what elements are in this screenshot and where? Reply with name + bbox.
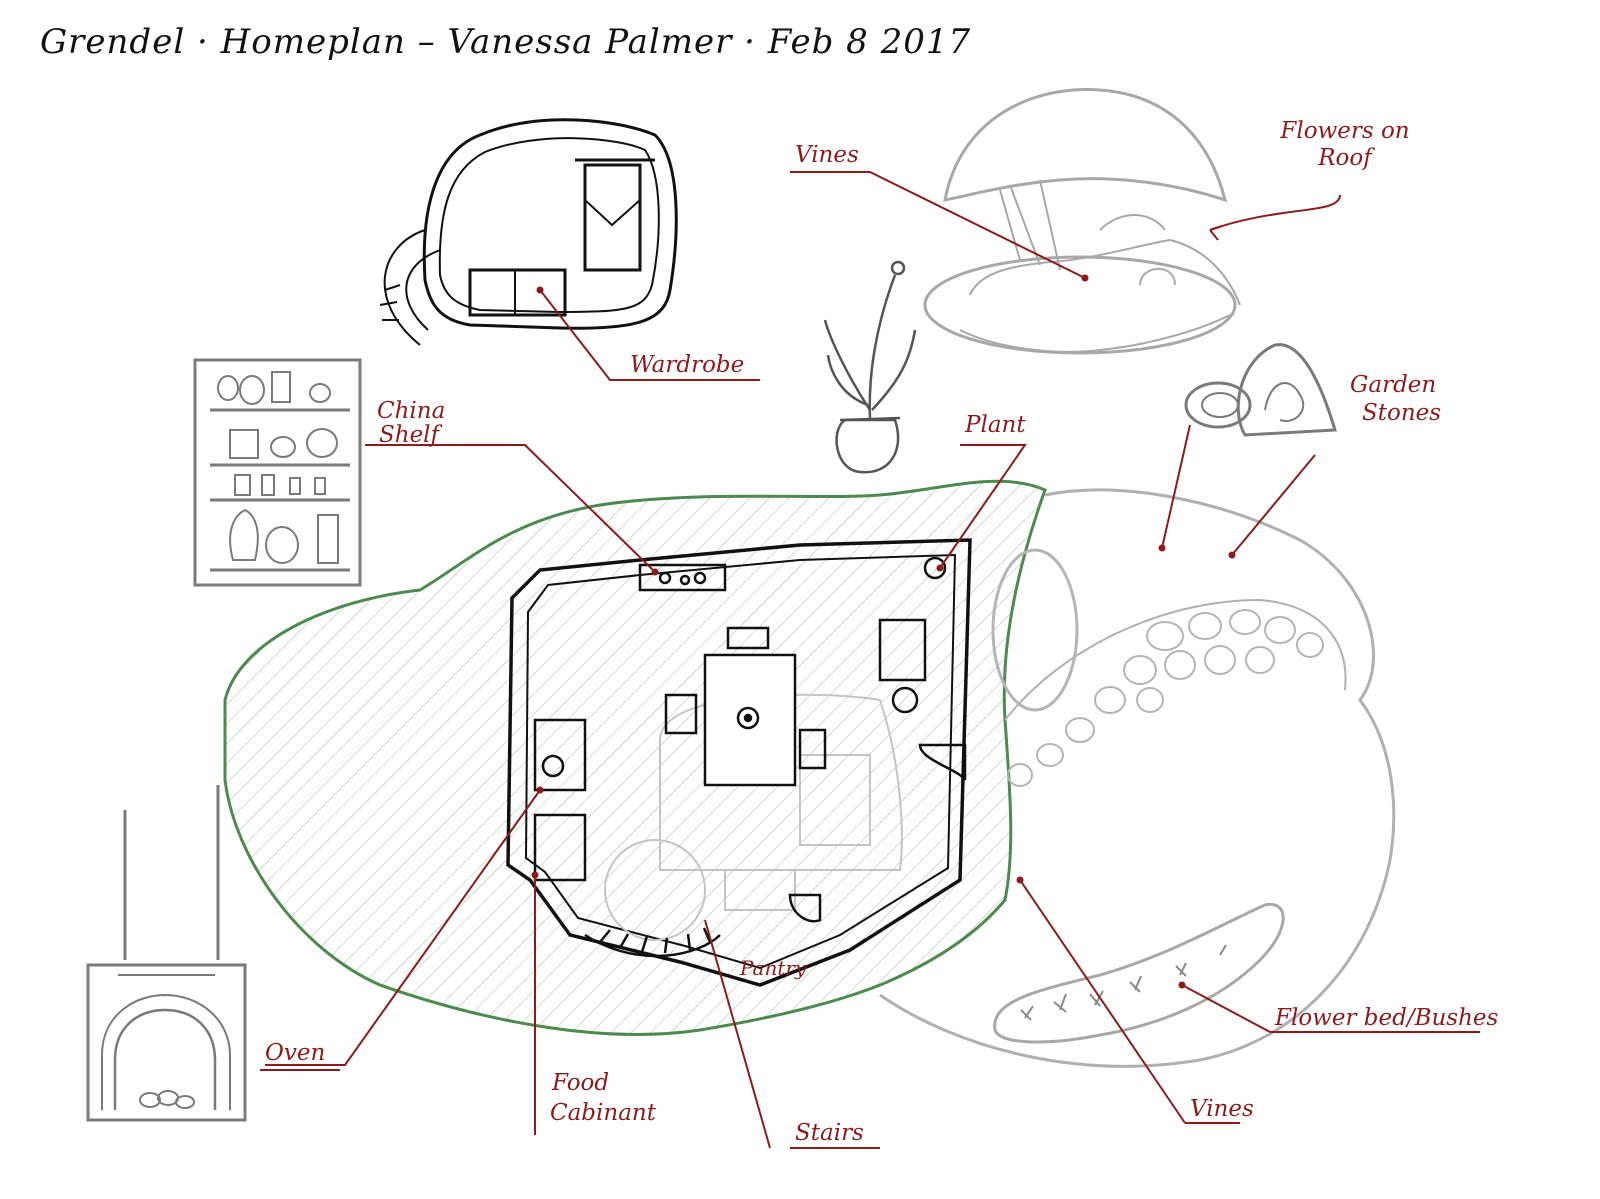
page-title: Grendel · Homeplan – Vanessa Palmer · Fe… xyxy=(40,22,972,62)
furniture xyxy=(533,556,967,958)
hut-sketch xyxy=(923,88,1241,355)
label-flowers-roof-line2: Roof xyxy=(1318,145,1372,171)
flowers-roof-leader xyxy=(1209,194,1341,231)
potted-plant-sketch xyxy=(823,260,917,474)
label-vines-top: Vines xyxy=(795,142,859,168)
label-china-shelf-line1: China xyxy=(377,398,446,424)
side-garden-oval xyxy=(991,548,1079,712)
label-pantry: Pantry xyxy=(740,956,807,980)
annotation-dots xyxy=(531,274,1236,989)
label-wardrobe: Wardrobe xyxy=(630,352,745,378)
label-food-cabinet-line2: Cabinant xyxy=(550,1100,656,1126)
side-table xyxy=(891,686,919,714)
stairs-leader xyxy=(704,919,880,1149)
china-shelf-leader xyxy=(365,444,656,573)
flower-bed-leader xyxy=(1181,984,1480,1033)
label-plant: Plant xyxy=(965,412,1026,438)
china-shelf-box xyxy=(638,563,727,592)
food-cabinet-box xyxy=(533,813,587,882)
china-shelf-sketch xyxy=(193,358,362,587)
chair-left xyxy=(664,693,698,735)
stepping-stones xyxy=(1007,609,1324,787)
brick-oven-sketch xyxy=(86,785,247,1122)
label-flowers-roof-line1: Flowers on xyxy=(1280,118,1410,144)
garden-path-outline xyxy=(879,488,1396,1068)
plant-pot-top xyxy=(923,556,947,580)
wardrobe-box xyxy=(468,268,567,317)
garden-stones-sketch xyxy=(1184,343,1337,437)
label-garden-stones-line2: Stones xyxy=(1362,400,1442,426)
bedroom-sketch xyxy=(379,118,678,346)
label-flower-bed: Flower bed/Bushes xyxy=(1275,1005,1499,1031)
bed xyxy=(583,163,642,272)
label-vines-bottom: Vines xyxy=(1190,1096,1254,1122)
oven-box xyxy=(533,718,587,792)
vines-bottom-leader xyxy=(1019,879,1240,1124)
door-swing xyxy=(918,743,967,781)
label-china-shelf-line2: Shelf xyxy=(379,422,440,448)
label-garden-stones-line1: Garden xyxy=(1350,372,1437,398)
flower-bed xyxy=(993,903,1285,1044)
chair-top xyxy=(726,626,770,650)
annotation-leaders xyxy=(260,171,1480,1149)
garden-stones-leader-1 xyxy=(1161,424,1191,549)
label-oven: Oven xyxy=(265,1040,326,1066)
wardrobe-leader xyxy=(539,289,760,381)
vines-top-leader xyxy=(790,171,1086,279)
label-stairs: Stairs xyxy=(795,1120,864,1146)
chair-right xyxy=(798,728,827,770)
label-food-cabinet-line1: Food xyxy=(552,1070,610,1096)
garden-stones-leader-2 xyxy=(1231,454,1316,556)
plant-leader xyxy=(939,444,1027,569)
armchair xyxy=(878,618,927,682)
oven-leader xyxy=(265,789,541,1066)
